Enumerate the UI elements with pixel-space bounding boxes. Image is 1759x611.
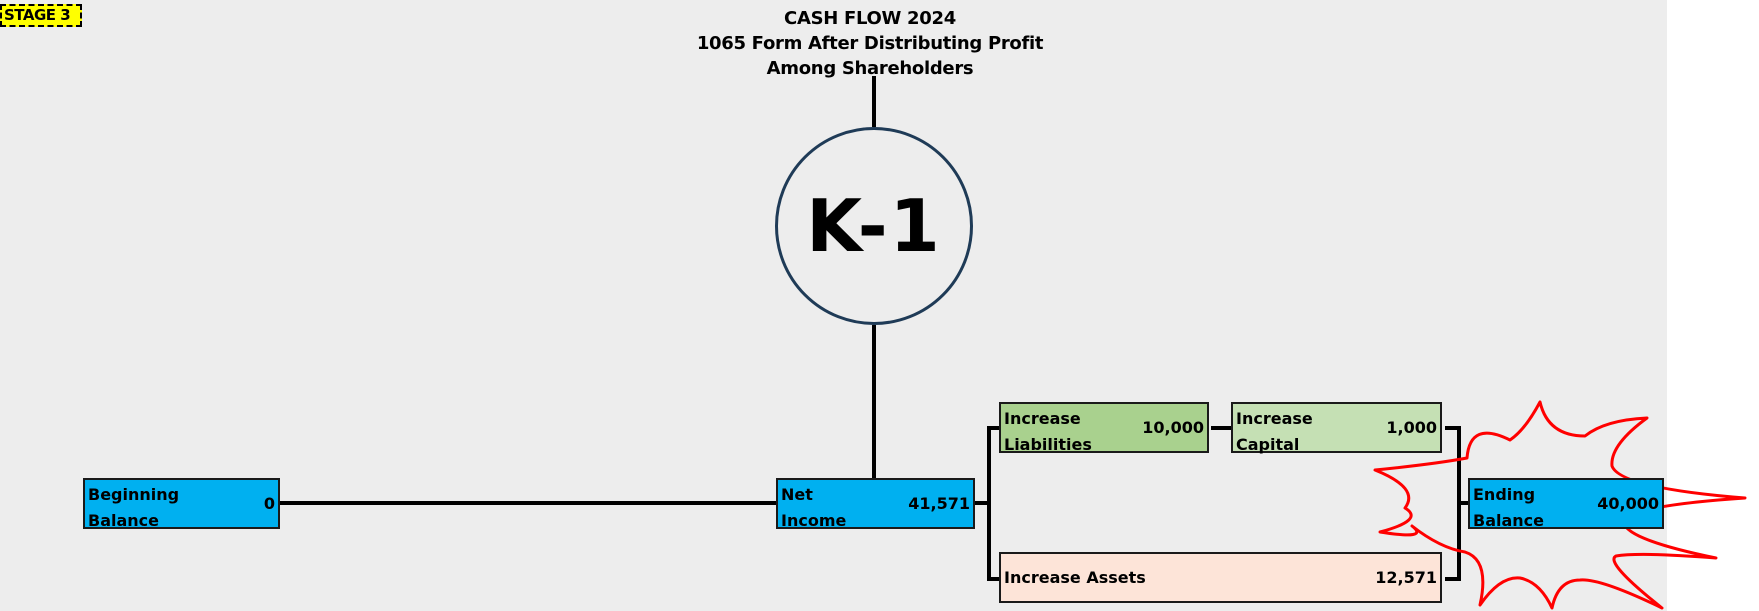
net-income-label-line-1: Net xyxy=(781,485,813,504)
increase-liabilities-label: Increase Liabilities xyxy=(1004,406,1134,458)
ending-balance-box[interactable]: Ending Balance 40,000 xyxy=(1468,478,1664,530)
ending-balance-label-line-2: Balance xyxy=(1473,511,1544,530)
increase-assets-box[interactable]: Increase Assets 12,571 xyxy=(999,552,1442,603)
k1-circle: K-1 xyxy=(775,127,973,325)
net-income-label: Net Income xyxy=(781,482,911,534)
title-line-3: Among Shareholders xyxy=(766,58,974,79)
increase-capital-value: 1,000 xyxy=(1386,418,1437,437)
connector-branch-liabilities-assets xyxy=(987,426,1004,581)
increase-liabilities-label-line-2: Liabilities xyxy=(1004,435,1092,454)
beginning-balance-label-line-2: Balance xyxy=(88,511,159,530)
increase-liabilities-value: 10,000 xyxy=(1142,418,1204,437)
beginning-balance-label: Beginning Balance xyxy=(88,482,218,534)
title-line-1: CASH FLOW 2024 xyxy=(784,8,956,29)
increase-assets-label: Increase Assets xyxy=(1004,567,1146,587)
net-income-value: 41,571 xyxy=(908,494,970,513)
increase-capital-box[interactable]: Increase Capital 1,000 xyxy=(1231,402,1442,454)
stage-badge: STAGE 3 xyxy=(0,4,82,27)
net-income-box[interactable]: Net Income 41,571 xyxy=(776,478,975,530)
ending-balance-value: 40,000 xyxy=(1597,494,1659,513)
ending-balance-label: Ending Balance xyxy=(1473,482,1603,534)
title-line-2: 1065 Form After Distributing Profit xyxy=(696,33,1044,54)
increase-capital-label: Increase Capital xyxy=(1236,406,1366,458)
diagram-title: CASH FLOW 2024 1065 Form After Distribut… xyxy=(660,6,1080,81)
increase-liabilities-box[interactable]: Increase Liabilities 10,000 xyxy=(999,402,1209,454)
increase-capital-label-line-1: Increase xyxy=(1236,409,1313,428)
increase-assets-value: 12,571 xyxy=(1375,568,1437,587)
beginning-balance-box[interactable]: Beginning Balance 0 xyxy=(83,478,280,530)
highlight-burst-icon xyxy=(1373,400,1747,610)
beginning-balance-value: 0 xyxy=(263,494,275,513)
ending-balance-label-line-1: Ending xyxy=(1473,485,1536,504)
connector-capital-assets-merge xyxy=(1445,426,1461,581)
net-income-label-line-2: Income xyxy=(781,511,847,530)
increase-liabilities-label-line-1: Increase xyxy=(1004,409,1081,428)
beginning-balance-label-line-1: Beginning xyxy=(88,485,180,504)
increase-capital-label-line-2: Capital xyxy=(1236,435,1300,454)
